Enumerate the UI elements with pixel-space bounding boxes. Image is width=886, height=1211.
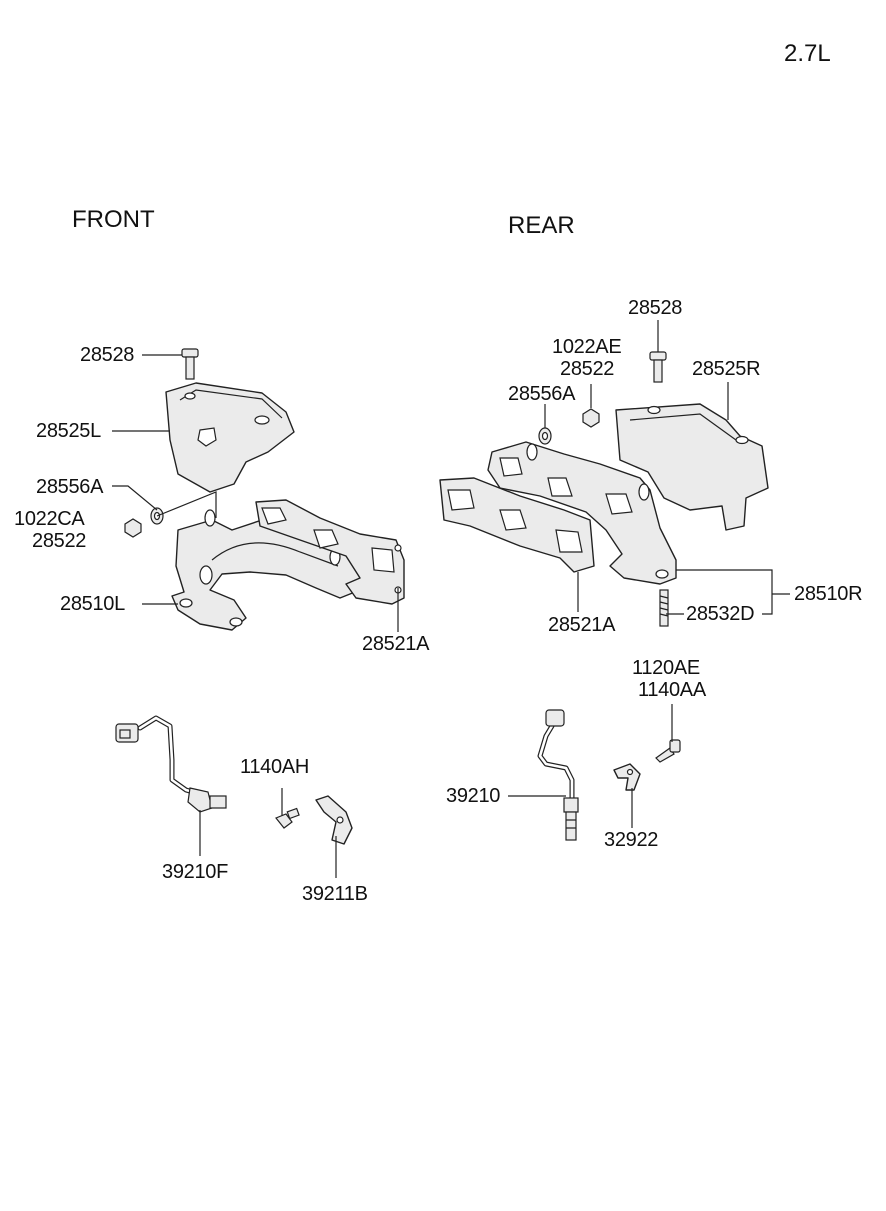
- front-section-title: FRONT: [72, 206, 155, 233]
- rear-exhaust-manifold: [487, 441, 677, 585]
- label-front-28556A: 28556A: [36, 476, 104, 498]
- rear-section-title: REAR: [508, 212, 575, 239]
- label-rear-28528: 28528: [628, 297, 683, 319]
- label-front-28522: 28522: [32, 530, 87, 552]
- rear-stud: [659, 589, 669, 627]
- label-front-28528: 28528: [80, 344, 135, 366]
- rear-sensor-bracket-bolt: [655, 739, 681, 763]
- rear-sensor-bracket: [613, 763, 641, 791]
- front-sensor-bracket-bolt: [275, 807, 300, 829]
- label-rear-1120AE: 1120AE: [632, 657, 700, 679]
- rear-heat-shield: [615, 403, 769, 531]
- label-rear-28525R: 28525R: [692, 358, 761, 380]
- label-rear-28510R: 28510R: [794, 583, 863, 605]
- label-rear-1022AE: 1022AE: [552, 336, 622, 358]
- label-rear-1140AA: 1140AA: [638, 679, 706, 701]
- label-front-1140AH: 1140AH: [240, 756, 309, 778]
- label-rear-28556A: 28556A: [508, 383, 576, 405]
- rear-gasket: [439, 477, 595, 573]
- engine-displacement-label: 2.7L: [784, 40, 831, 67]
- label-rear-28532D: 28532D: [686, 603, 755, 625]
- front-gasket: [255, 499, 405, 605]
- label-front-28510L: 28510L: [60, 593, 125, 615]
- front-heat-shield: [165, 382, 295, 493]
- front-heat-shield-bolt: [181, 348, 199, 380]
- leader-lines: [112, 320, 790, 878]
- label-front-39211B: 39211B: [302, 883, 368, 905]
- label-front-1022CA: 1022CA: [14, 508, 85, 530]
- front-nut: [124, 518, 142, 538]
- front-oxygen-sensor: [115, 715, 227, 813]
- label-rear-39210: 39210: [446, 785, 501, 807]
- label-rear-32922: 32922: [604, 829, 659, 851]
- rear-nut: [582, 408, 600, 428]
- label-front-28525L: 28525L: [36, 420, 101, 442]
- rear-heat-shield-bolt: [649, 351, 667, 383]
- label-rear-28521A: 28521A: [548, 614, 616, 636]
- label-front-39210F: 39210F: [162, 861, 229, 883]
- front-sensor-bracket: [315, 795, 353, 845]
- label-front-28521A: 28521A: [362, 633, 430, 655]
- rear-oxygen-sensor: [537, 709, 579, 841]
- label-rear-28522: 28522: [560, 358, 615, 380]
- rear-washer: [538, 427, 552, 445]
